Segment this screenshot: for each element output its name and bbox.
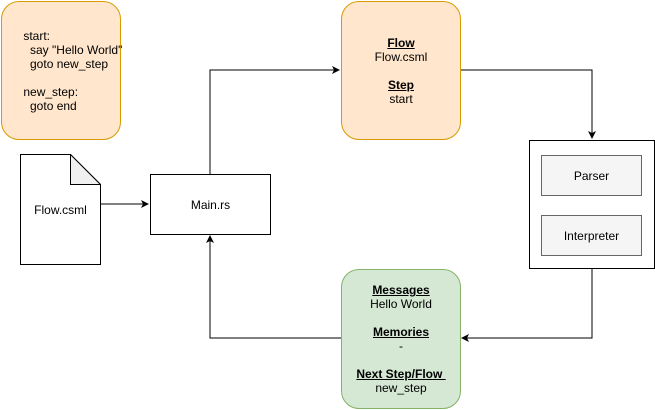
flow-header: Flow xyxy=(387,35,415,50)
parser-label: Parser xyxy=(573,168,610,183)
step-value: start xyxy=(389,91,413,106)
step-header: Step xyxy=(387,77,414,92)
next-step-header: Next Step/Flow xyxy=(356,367,446,381)
flow-value: Flow.csml xyxy=(374,49,428,64)
file-document-icon[interactable] xyxy=(20,154,101,265)
messages-header: Messages xyxy=(372,283,430,297)
edge-engine-to-result xyxy=(461,268,593,342)
code-line: goto end xyxy=(23,98,77,113)
main-rs-node[interactable]: Main.rs xyxy=(150,174,271,235)
code-line: say "Hello World" xyxy=(23,42,123,57)
main-node-label: Main.rs xyxy=(190,197,231,212)
memories-value: - xyxy=(399,339,403,353)
interpreter-node[interactable]: Interpreter xyxy=(541,215,642,256)
messages-value: Hello World xyxy=(370,297,432,311)
next-step-value: new_step xyxy=(375,381,427,395)
code-line: goto new_step xyxy=(23,56,109,71)
flow-state-node[interactable]: Flow Flow.csml Step start xyxy=(341,1,461,140)
interpreter-label: Interpreter xyxy=(563,228,620,243)
edge-main-to-flow-state xyxy=(209,66,340,174)
parser-node[interactable]: Parser xyxy=(541,155,642,196)
code-line: new_step: xyxy=(23,84,79,99)
csml-code-block[interactable]: start: say "Hello World" goto new_step n… xyxy=(1,1,123,140)
code-line: start: xyxy=(23,28,51,43)
memories-header: Memories xyxy=(372,325,430,339)
result-state-node[interactable]: Messages Hello World Memories - Next Ste… xyxy=(341,269,461,409)
edge-flow-state-to-engine xyxy=(460,69,596,139)
edge-result-to-main xyxy=(206,235,341,339)
